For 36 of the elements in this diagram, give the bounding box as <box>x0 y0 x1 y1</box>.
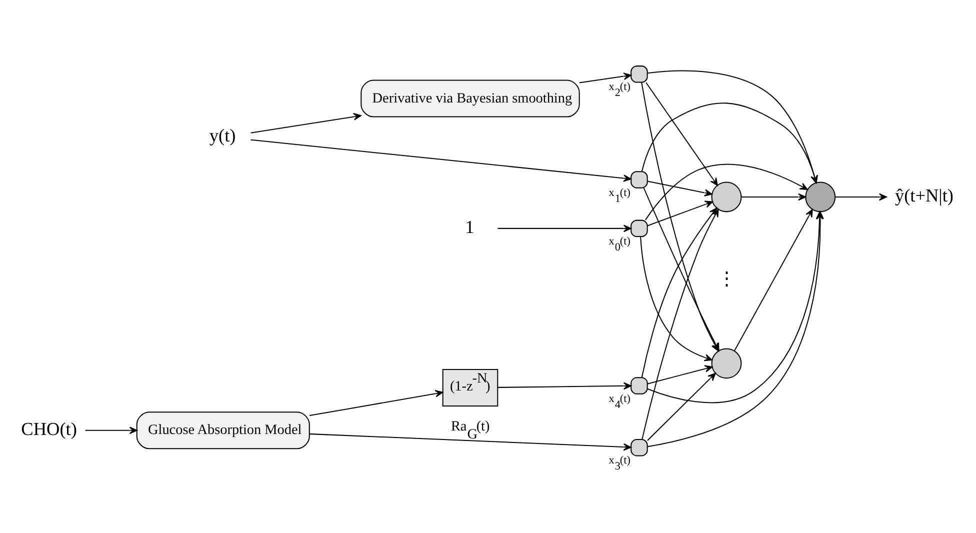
node-text: y(t) <box>209 125 236 146</box>
arrow <box>579 72 632 83</box>
node-box <box>630 65 648 82</box>
arrow <box>498 382 632 390</box>
node-circle <box>805 181 836 212</box>
node-box <box>630 438 648 456</box>
node-box <box>630 170 648 188</box>
arrow <box>734 208 813 351</box>
arrow <box>85 426 138 434</box>
node-box: Derivative via Bayesian smoothing <box>360 79 580 117</box>
arrow <box>647 180 712 196</box>
arrow <box>647 70 818 183</box>
arrow <box>250 138 632 182</box>
arrow <box>647 372 716 440</box>
arrow <box>640 236 712 361</box>
node-box: Glucose Absorption Model <box>136 411 310 449</box>
arrow <box>641 207 718 378</box>
arrow <box>646 82 718 186</box>
node-text: CHO(t) <box>21 418 77 438</box>
arrow <box>309 389 444 416</box>
node-text: 1 <box>465 216 474 236</box>
node-box <box>630 219 648 237</box>
node-box <box>630 376 648 394</box>
arrow <box>741 192 806 200</box>
node-text: ŷ(t+N|t) <box>894 184 954 205</box>
arrow <box>645 163 808 220</box>
label: ⋮ <box>717 268 736 288</box>
node-circle <box>711 348 742 378</box>
arrow <box>498 224 632 232</box>
arrow <box>309 432 632 450</box>
arrow <box>835 192 887 200</box>
arrow <box>250 112 362 133</box>
node-circle <box>711 181 742 212</box>
arrow <box>647 200 713 226</box>
arrow <box>641 102 818 183</box>
arrow <box>647 364 713 384</box>
